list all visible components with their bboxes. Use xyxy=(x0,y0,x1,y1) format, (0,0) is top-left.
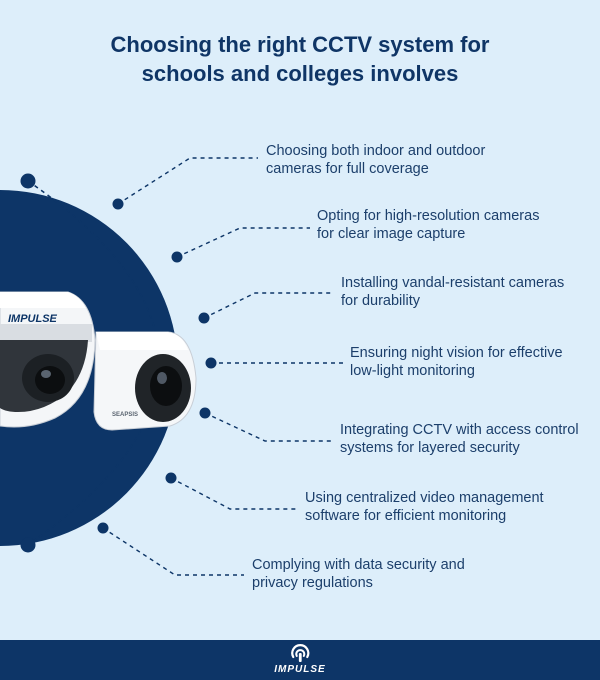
item-line-1: Integrating CCTV with access control xyxy=(340,422,579,438)
arc-end-dot-bottom xyxy=(20,537,36,553)
junction-dot-7 xyxy=(97,522,109,534)
footer-brand-label: IMPULSE xyxy=(274,664,326,675)
junction-dot-6 xyxy=(165,472,177,484)
connector-3 xyxy=(203,292,334,319)
junction-dot-5 xyxy=(199,407,211,419)
title-line-1: Choosing the right CCTV system for xyxy=(110,32,490,57)
item-line-2: for durability xyxy=(341,293,420,309)
item-line-2: for clear image capture xyxy=(317,226,466,242)
item-line-2: systems for layered security xyxy=(340,440,520,456)
item-line-2: cameras for full coverage xyxy=(266,161,429,177)
connector-5 xyxy=(204,412,333,442)
bullet-brand-label: SEAPSIS xyxy=(112,412,138,418)
junction-dot-4 xyxy=(205,357,217,369)
item-line-2: privacy regulations xyxy=(252,575,373,591)
list-item-video-management: Using centralized video management softw… xyxy=(305,489,544,525)
bullet-camera-image: SEAPSIS xyxy=(93,331,197,431)
item-line-1: Opting for high-resolution cameras xyxy=(317,208,540,224)
item-line-1: Choosing both indoor and outdoor xyxy=(266,143,486,159)
connector-2 xyxy=(176,227,310,258)
junction-dot-3 xyxy=(198,312,210,324)
item-line-2: low-light monitoring xyxy=(350,363,475,379)
connector-7 xyxy=(102,527,244,576)
junction-dot-1 xyxy=(112,198,124,210)
list-item-access-control: Integrating CCTV with access control sys… xyxy=(340,421,579,457)
list-item-vandal-resistant: Installing vandal-resistant cameras for … xyxy=(341,274,564,310)
dome-brand-label: IMPULSE xyxy=(8,313,58,325)
connector-6 xyxy=(170,477,298,510)
impulse-signal-icon xyxy=(290,644,310,662)
footer-bar: IMPULSE xyxy=(0,640,600,680)
list-item-high-resolution: Opting for high-resolution cameras for c… xyxy=(317,207,539,243)
item-line-2: software for efficient monitoring xyxy=(305,508,507,524)
list-item-data-security: Complying with data security and privacy… xyxy=(252,556,465,592)
item-line-1: Using centralized video management xyxy=(305,490,544,506)
list-item-indoor-outdoor: Choosing both indoor and outdoor cameras… xyxy=(266,142,485,178)
connector-1 xyxy=(117,157,258,205)
footer-logo: IMPULSE xyxy=(274,644,325,675)
arc-end-dot-top xyxy=(20,173,36,189)
dome-camera-image: IMPULSE xyxy=(0,291,96,428)
item-line-1: Installing vandal-resistant cameras xyxy=(341,275,565,291)
title-line-2: schools and colleges involves xyxy=(141,61,459,86)
item-line-1: Complying with data security and xyxy=(252,557,465,573)
diagram-graphic: IMPULSE SEAPSIS xyxy=(0,157,343,576)
page-title: Choosing the right CCTV system for schoo… xyxy=(0,30,600,88)
junction-dot-2 xyxy=(171,251,183,263)
item-line-1: Ensuring night vision for effective xyxy=(350,345,563,361)
list-item-night-vision: Ensuring night vision for effective low-… xyxy=(350,344,563,380)
